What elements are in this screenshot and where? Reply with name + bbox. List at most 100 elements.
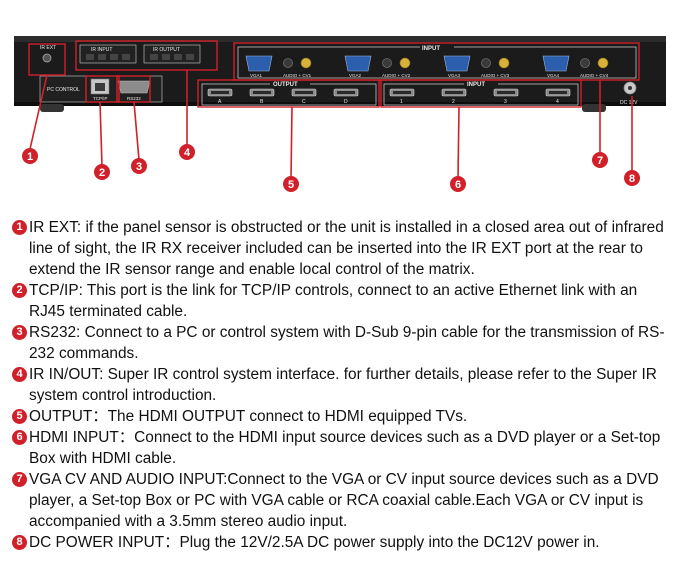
callout-marker [450, 176, 466, 192]
cv-rca-jack[interactable] [300, 57, 312, 69]
item-number-badge: 8 [12, 535, 27, 550]
vga-audio-cv-inputs: VGA1 AUDIO + CV1 VGA2 AUDIO + CV2 VGA3 AUDIO … [245, 55, 609, 78]
dc-label: DC 12V [620, 100, 638, 106]
hdmi-input-label: 1 [400, 99, 403, 105]
vga-label: VGA2 [349, 73, 362, 78]
item-text: HDMI INPUT：Connect to the HDMI input sou… [29, 429, 661, 467]
ir-ext-port[interactable] [42, 53, 52, 63]
item-text: VGA CV AND AUDIO INPUT:Connect to the VG… [29, 471, 659, 530]
callout-marker [179, 144, 195, 160]
vga-label: VGA3 [448, 73, 461, 78]
item-text: DC POWER INPUT：Plug the 12V/2.5A DC powe… [29, 534, 600, 551]
callout-box-7 [233, 42, 640, 81]
ir-in-jack[interactable] [98, 54, 106, 60]
audio-cv-label: AUDIO + CV3 [481, 73, 510, 78]
ir-in-jack[interactable] [110, 54, 118, 60]
vga-port[interactable] [245, 55, 273, 72]
hdmi-outputs: A B C D [207, 88, 359, 105]
item-number-badge: 4 [12, 367, 27, 382]
callout-number: 4 [184, 147, 191, 159]
callout-marker [624, 170, 640, 186]
callout-box-3 [116, 75, 151, 103]
cv-rca-jack[interactable] [498, 57, 510, 69]
ir-out-jack[interactable] [162, 54, 170, 60]
ir-out-jack[interactable] [150, 54, 158, 60]
callout-number: 3 [136, 161, 142, 173]
callout-number: 1 [27, 151, 33, 163]
audio-cv-label: AUDIO + CV1 [283, 73, 312, 78]
vga-port[interactable] [443, 55, 471, 72]
item-number-badge: 1 [12, 220, 27, 235]
audio-cv-label: AUDIO + CV4 [580, 73, 609, 78]
item-text: IR EXT: if the panel sensor is obstructe… [29, 219, 664, 278]
item-text: IR IN/OUT: Super IR control system inter… [29, 366, 657, 404]
item-number-badge: 5 [12, 409, 27, 424]
item-text: OUTPUT：The HDMI OUTPUT connect to HDMI e… [29, 408, 468, 425]
callout-number: 7 [597, 155, 603, 167]
hdmi-output-label: A [218, 99, 222, 105]
hdmi-output-label: D [344, 99, 348, 105]
vga-port[interactable] [542, 55, 570, 72]
audio-cv-label: AUDIO + CV2 [382, 73, 411, 78]
vga-port[interactable] [344, 55, 372, 72]
callout-box-2 [85, 75, 120, 103]
hdmi-output-label: B [260, 99, 264, 105]
ir-out-jack[interactable] [186, 54, 194, 60]
foot-right [582, 104, 606, 112]
vga-label: VGA4 [547, 73, 560, 78]
input-hdmi-label: INPUT [467, 82, 485, 88]
vga-label: VGA1 [250, 73, 263, 78]
foot-left [40, 104, 64, 112]
hdmi-inputs: 1 2 3 4 [389, 88, 571, 105]
output-label: OUTPUT [273, 82, 298, 88]
rs232-port[interactable] [117, 80, 151, 94]
ir-in-jack[interactable] [122, 54, 130, 60]
item-number-badge: 7 [12, 472, 27, 487]
rs232-label: RS232 [127, 96, 141, 101]
tcp-ip-label: TCP/IP [93, 96, 108, 101]
item-text: TCP/IP: This port is the link for TCP/IP… [29, 282, 638, 320]
pc-control-label: PC CONTROL [47, 87, 80, 93]
callout-number: 2 [99, 167, 105, 179]
cv-rca-jack[interactable] [597, 57, 609, 69]
callout-number: 5 [288, 179, 294, 191]
hdmi-output-label: C [302, 99, 306, 105]
callout-markers: 1 2 3 4 5 6 7 8 [22, 144, 640, 192]
callout-number: 6 [455, 179, 461, 191]
item-number-badge: 2 [12, 283, 27, 298]
callout-marker [94, 164, 110, 180]
audio-jack[interactable] [283, 58, 293, 68]
audio-jack[interactable] [481, 58, 491, 68]
callout-marker [131, 158, 147, 174]
callout-box-4 [75, 40, 218, 71]
hdmi-input-label: 3 [504, 99, 507, 105]
hdmi-input-label: 4 [556, 99, 559, 105]
callout-marker [592, 152, 608, 168]
item-number-badge: 3 [12, 325, 27, 340]
ir-output-label: IR OUTPUT [153, 47, 180, 53]
rear-panel-diagram: IR EXT IR INPUT IR OUTPUT PC CONTROL TCP… [14, 36, 666, 192]
ir-ext-label: IR EXT [40, 45, 56, 51]
item-text: RS232: Connect to a PC or control system… [29, 324, 665, 362]
ir-in-jack[interactable] [86, 54, 94, 60]
ir-input-label: IR INPUT [91, 47, 112, 53]
cv-rca-jack[interactable] [399, 57, 411, 69]
callout-marker [283, 176, 299, 192]
callout-number: 8 [629, 173, 635, 185]
audio-jack[interactable] [580, 58, 590, 68]
audio-jack[interactable] [382, 58, 392, 68]
input-top-label: INPUT [422, 46, 440, 52]
callout-marker [22, 148, 38, 164]
ir-out-jack[interactable] [174, 54, 182, 60]
item-number-badge: 6 [12, 430, 27, 445]
hdmi-input-label: 2 [452, 99, 455, 105]
